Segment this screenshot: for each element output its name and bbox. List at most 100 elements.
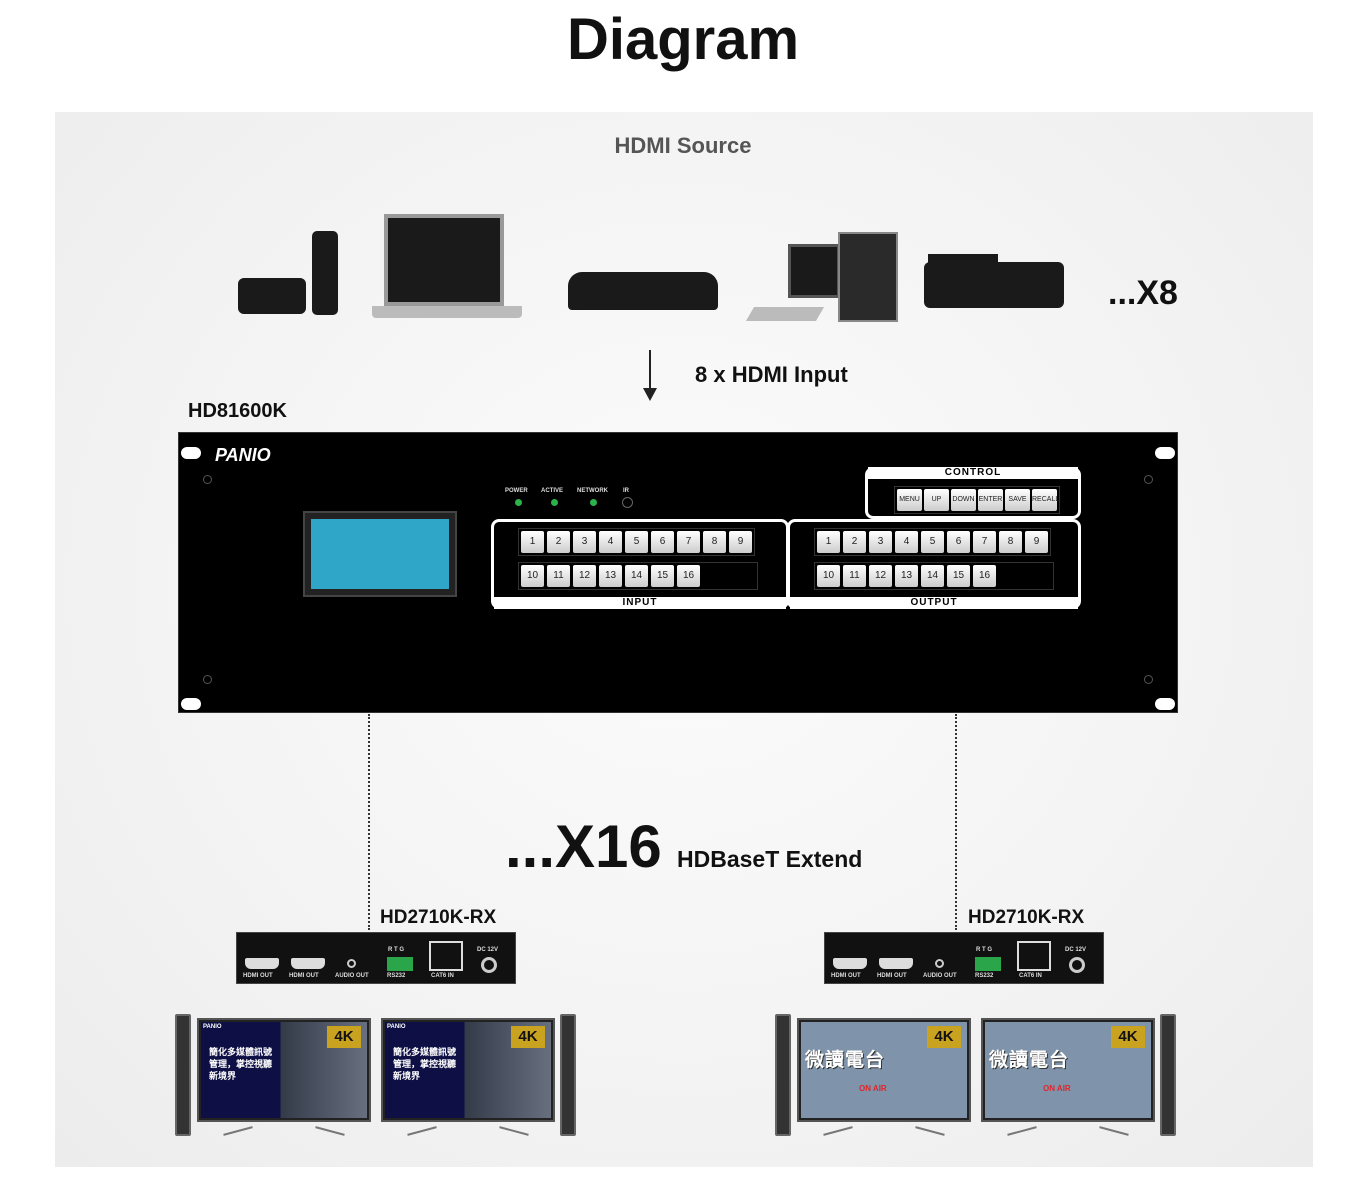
lcd-display [303, 511, 457, 597]
rs232-terminal [975, 957, 1001, 971]
bluray-player-icon [568, 272, 718, 310]
dc-label: DC 12V [477, 947, 499, 953]
tv-brand: PANIO [387, 1024, 406, 1030]
button-13[interactable]: 13 [599, 565, 622, 587]
tv-brand: PANIO [203, 1024, 222, 1030]
button-8[interactable]: 8 [999, 531, 1022, 553]
ir-sensor [622, 497, 633, 508]
button-2[interactable]: 2 [843, 531, 866, 553]
television: PANIO 簡化多媒體訊號管理，掌控視聽新境界 4K [381, 1018, 555, 1136]
audio-out-label: AUDIO OUT [335, 973, 369, 979]
on-air-label: ON AIR [859, 1084, 887, 1093]
control-label: CONTROL [868, 467, 1078, 479]
button-15[interactable]: 15 [947, 565, 970, 587]
hdbaset-receiver: R T G DC 12V HDMI OUT HDMI OUT AUDIO OUT… [236, 932, 516, 984]
button-16[interactable]: 16 [973, 565, 996, 587]
button-4[interactable]: 4 [895, 531, 918, 553]
matrix-model-label: HD81600K [188, 400, 287, 422]
button-down[interactable]: DOWN [951, 489, 976, 511]
hdmi-out-label: HDMI OUT [243, 973, 273, 979]
button-5[interactable]: 5 [921, 531, 944, 553]
on-air-label: ON AIR [1043, 1084, 1071, 1093]
rtg-label: R T G [388, 947, 404, 953]
button-10[interactable]: 10 [521, 565, 544, 587]
speaker [1160, 1014, 1176, 1136]
cat6-label: CAT6 IN [431, 973, 454, 979]
button-14[interactable]: 14 [625, 565, 648, 587]
audio-out-jack [935, 959, 944, 968]
hdbaset-extend-label: HDBaseT Extend [677, 846, 863, 872]
led-label-power: POWER [505, 488, 528, 494]
hdmi-out-label: HDMI OUT [289, 973, 319, 979]
button-1[interactable]: 1 [521, 531, 544, 553]
audio-out-label: AUDIO OUT [923, 973, 957, 979]
button-recall[interactable]: RECALL [1032, 489, 1059, 511]
speaker [560, 1014, 576, 1136]
rs232-terminal [387, 957, 413, 971]
button-14[interactable]: 14 [921, 565, 944, 587]
dc-power-jack [1069, 957, 1085, 973]
source-count: ...X8 [1108, 274, 1178, 312]
hdmi-input-label: 8 x HDMI Input [695, 362, 848, 387]
active-led [551, 499, 558, 506]
matrix-switcher-front-panel: PANIO POWER ACTIVE NETWORK IR CONTROL ME… [178, 432, 1178, 713]
receiver-model-label: HD2710K-RX [968, 907, 1085, 928]
rs232-label: RS232 [387, 973, 406, 979]
button-2[interactable]: 2 [547, 531, 570, 553]
button-1[interactable]: 1 [817, 531, 840, 553]
button-menu[interactable]: MENU [897, 489, 922, 511]
tv-headline: 簡化多媒體訊號管理，掌控視聽新境界 [209, 1047, 273, 1081]
button-9[interactable]: 9 [729, 531, 752, 553]
page-title: Diagram [566, 7, 800, 72]
television: PANIO 簡化多媒體訊號管理，掌控視聽新境界 4K [197, 1018, 371, 1136]
network-led [590, 499, 597, 506]
tv-headline: 簡化多媒體訊號管理，掌控視聽新境界 [393, 1047, 457, 1081]
4k-badge: 4K [927, 1026, 961, 1048]
button-8[interactable]: 8 [703, 531, 726, 553]
dc-power-jack [481, 957, 497, 973]
4k-badge: 4K [327, 1026, 361, 1048]
tv-radio-title: 微讀電台 [805, 1050, 886, 1071]
button-5[interactable]: 5 [625, 531, 648, 553]
button-enter[interactable]: ENTER [978, 489, 1003, 511]
rs232-label: RS232 [975, 973, 994, 979]
button-11[interactable]: 11 [843, 565, 866, 587]
button-12[interactable]: 12 [573, 565, 596, 587]
hdmi-out-label: HDMI OUT [877, 973, 907, 979]
button-15[interactable]: 15 [651, 565, 674, 587]
button-11[interactable]: 11 [547, 565, 570, 587]
button-3[interactable]: 3 [869, 531, 892, 553]
audio-out-jack [347, 959, 356, 968]
button-10[interactable]: 10 [817, 565, 840, 587]
button-6[interactable]: 6 [651, 531, 674, 553]
button-9[interactable]: 9 [1025, 531, 1048, 553]
brand-logo: PANIO [215, 445, 271, 465]
connection-line [955, 714, 957, 930]
button-12[interactable]: 12 [869, 565, 892, 587]
hdmi-out-port [833, 958, 867, 969]
power-led [515, 499, 522, 506]
hdmi-out-port [879, 958, 913, 969]
speaker [775, 1014, 791, 1136]
4k-badge: 4K [1111, 1026, 1145, 1048]
button-7[interactable]: 7 [973, 531, 996, 553]
extend-count: ...X16 [505, 813, 662, 880]
led-label-active: ACTIVE [541, 488, 564, 494]
cat6-port [1017, 941, 1051, 971]
dc-label: DC 12V [1065, 947, 1087, 953]
button-7[interactable]: 7 [677, 531, 700, 553]
button-save[interactable]: SAVE [1005, 489, 1030, 511]
button-4[interactable]: 4 [599, 531, 622, 553]
hdbaset-receiver: R T G DC 12V HDMI OUT HDMI OUT AUDIO OUT… [824, 932, 1104, 984]
button-up[interactable]: UP [924, 489, 949, 511]
cat6-port [429, 941, 463, 971]
connection-line [368, 714, 370, 930]
button-3[interactable]: 3 [573, 531, 596, 553]
receiver-model-label: HD2710K-RX [380, 907, 497, 928]
button-6[interactable]: 6 [947, 531, 970, 553]
button-13[interactable]: 13 [895, 565, 918, 587]
4k-badge: 4K [511, 1026, 545, 1048]
button-16[interactable]: 16 [677, 565, 700, 587]
